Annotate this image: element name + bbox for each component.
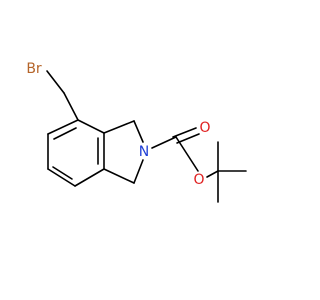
bond-c1-n (133, 120, 144, 143)
bond-c-o-double-1 (172, 127, 197, 138)
atom-bromine-label: Br (26, 61, 42, 77)
bond-n-c3 (133, 159, 144, 184)
atom-carbonyl-oxygen-label: O (199, 120, 210, 136)
bond-c7-c6-double (52, 166, 73, 180)
bond-c3-c7a (103, 168, 135, 184)
bond-c-o-ester (175, 136, 199, 172)
atom-ester-oxygen-label: O (193, 172, 204, 188)
bond-c3a-c1 (103, 120, 135, 134)
bond-c5-c4 (47, 119, 79, 135)
bond-c4-c3a (77, 119, 105, 134)
bond-br-ch2 (46, 70, 65, 94)
molecule-structure: Br N O O (26, 61, 247, 203)
structure-canvas: Br N O O (26, 61, 247, 203)
bond-ch2-c4 (63, 92, 79, 121)
bond-c-o-double-2 (176, 133, 200, 144)
bond-c7-c6 (47, 168, 76, 187)
bond-o-cq (206, 170, 219, 178)
bond-c5-c4-double (53, 127, 77, 140)
bond-n-carbonyl-c (151, 136, 177, 149)
bond-c7a-c7 (74, 168, 105, 187)
atom-nitrogen-label: N (139, 144, 149, 160)
